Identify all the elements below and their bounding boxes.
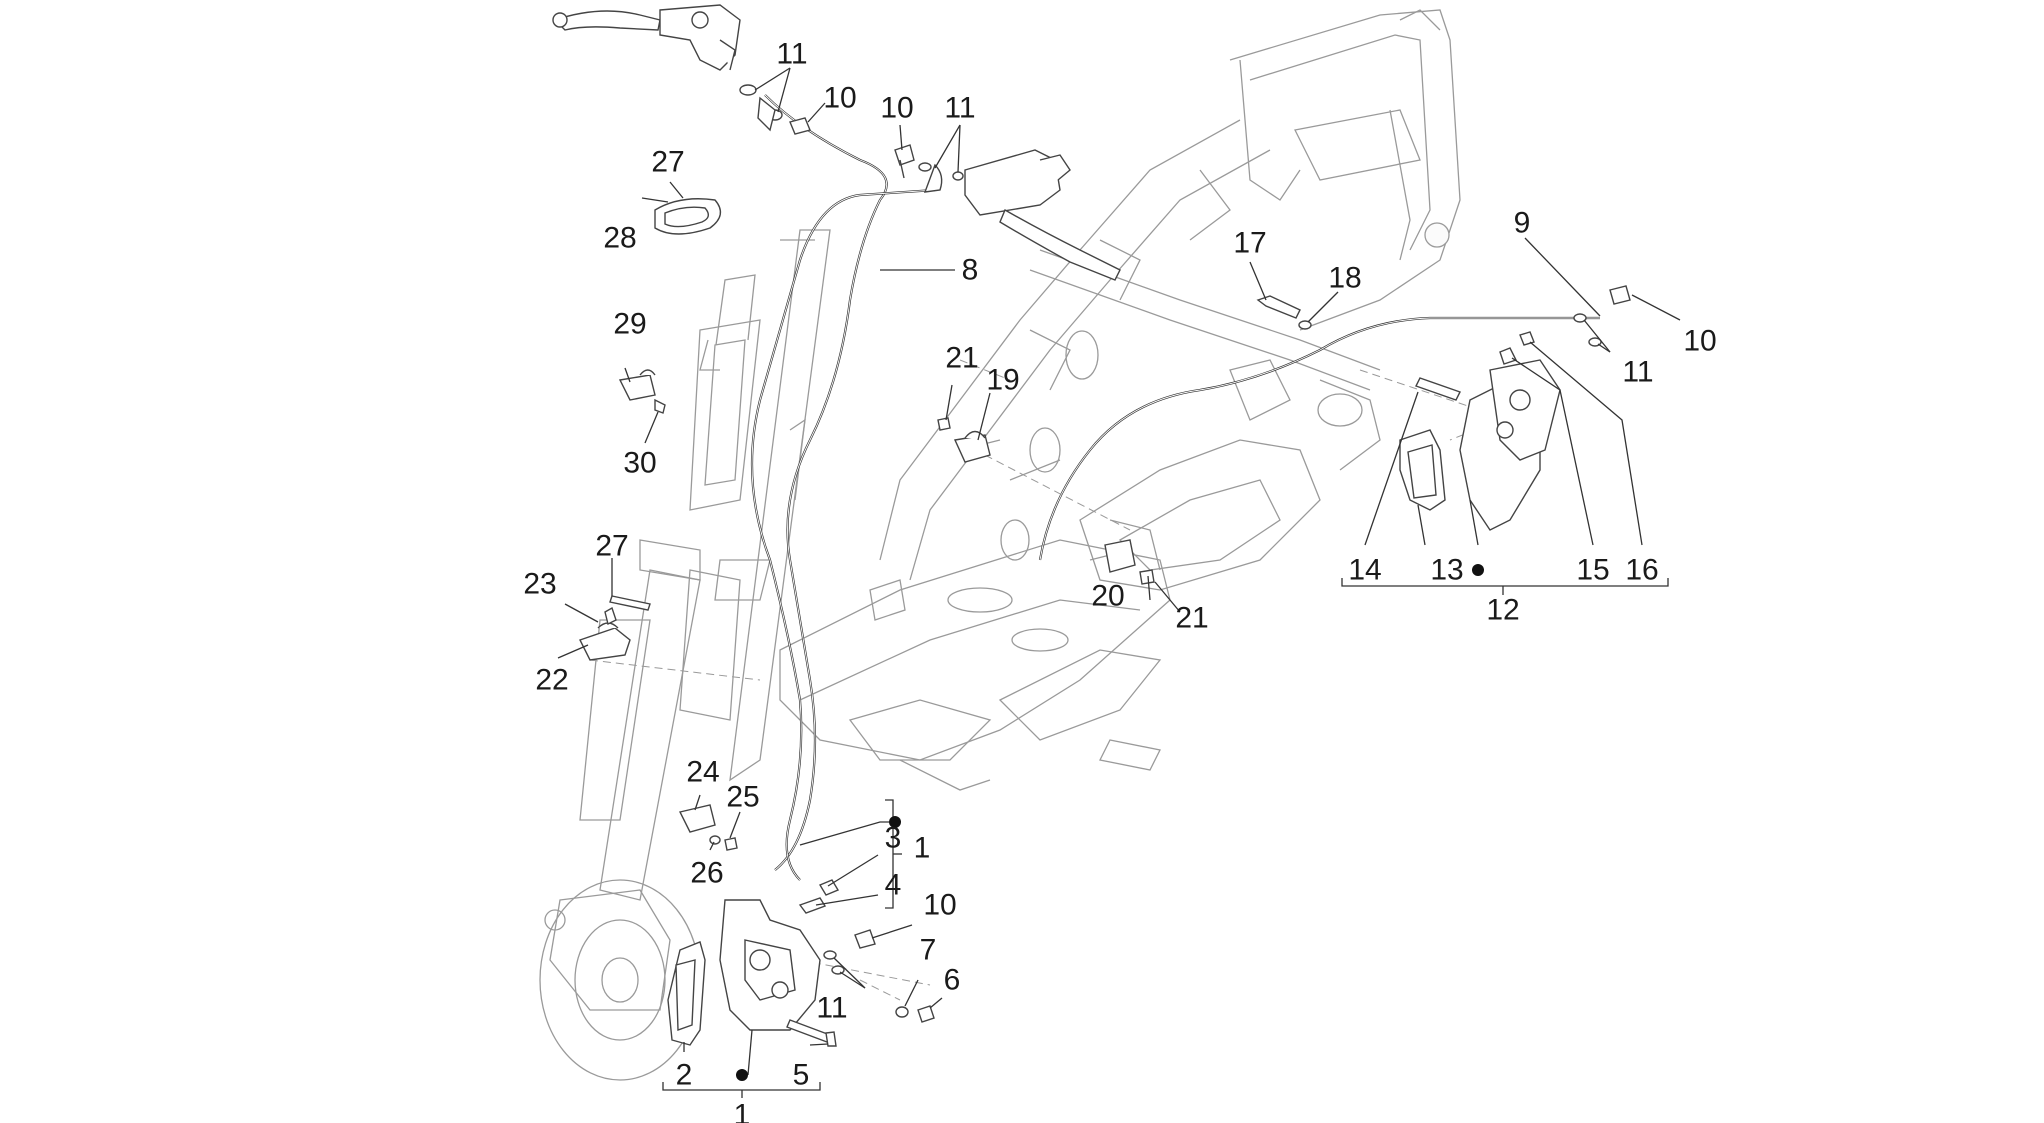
assembly-dot — [1472, 564, 1484, 576]
callout-5: 5 — [793, 1059, 810, 1092]
callout-11-top-mid: 11 — [944, 92, 975, 125]
copper-washer — [1573, 313, 1587, 323]
callout-26: 26 — [690, 857, 723, 890]
callout-30: 30 — [623, 447, 656, 480]
callout-13: 13 — [1430, 554, 1463, 587]
callout-21-mid: 21 — [945, 342, 978, 375]
clip-screw — [937, 417, 951, 431]
callout-11-top-left: 11 — [776, 38, 807, 71]
callout-10-top-left: 10 — [823, 82, 856, 115]
callout-29: 29 — [613, 308, 646, 341]
brake-hoses — [750, 94, 1600, 881]
bleeder-valve — [798, 897, 827, 914]
callout-24: 24 — [686, 756, 719, 789]
front-brake-caliper — [719, 899, 821, 1031]
banjo-bolt — [789, 117, 811, 135]
callout-11-right: 11 — [1622, 356, 1653, 389]
rear-brake-caliper — [1459, 359, 1561, 531]
copper-washer — [952, 171, 964, 181]
callout-16: 16 — [1625, 554, 1658, 587]
assembly-markers — [736, 564, 1484, 1081]
hose-clamp — [618, 374, 656, 401]
banjo-bolt — [1609, 285, 1631, 305]
callout-25: 25 — [726, 781, 759, 814]
callout-2: 2 — [676, 1059, 693, 1092]
callout-9: 9 — [1514, 207, 1531, 240]
washer — [709, 835, 721, 845]
callout-20: 20 — [1091, 580, 1124, 613]
callout-numbers: 11 10 10 11 27 28 8 9 17 18 10 11 29 30 … — [523, 38, 1716, 1123]
front-brake-hose-branch — [750, 188, 936, 881]
bolt — [1256, 295, 1301, 319]
hose-clip — [953, 434, 991, 463]
callout-28: 28 — [603, 222, 636, 255]
washer — [1298, 320, 1312, 330]
washer — [895, 1006, 909, 1018]
copper-washer — [739, 84, 757, 96]
clip-screw — [724, 837, 738, 851]
group-12-bracket — [1341, 578, 1669, 587]
hose-clip — [678, 804, 716, 833]
callout-10-right: 10 — [1683, 325, 1716, 358]
assembly-dot — [736, 1069, 748, 1081]
callout-19: 19 — [986, 364, 1019, 397]
front-brake-hose — [764, 94, 888, 871]
parts — [552, 4, 1631, 1047]
callout-23: 23 — [523, 568, 556, 601]
banjo-bolt — [894, 144, 915, 166]
fitting-screw — [1139, 569, 1155, 585]
assembly-guides — [589, 359, 1501, 1001]
bolt — [609, 595, 651, 611]
clamp-screw — [654, 398, 666, 414]
hose-fitting — [1104, 539, 1136, 573]
callout-1-top: 1 — [914, 832, 931, 865]
callout-7: 7 — [920, 934, 937, 967]
callout-11-bottom: 11 — [816, 992, 847, 1025]
callout-12: 12 — [1486, 594, 1519, 627]
callout-15: 15 — [1576, 554, 1609, 587]
bleeder-valve — [1499, 347, 1517, 365]
callout-22: 22 — [535, 664, 568, 697]
callout-6: 6 — [944, 964, 961, 997]
callout-27-top: 27 — [651, 146, 684, 179]
copper-washer — [823, 950, 837, 960]
callout-10-top-mid: 10 — [880, 92, 913, 125]
rear-brake-master-cylinder — [964, 149, 1121, 281]
callout-4: 4 — [885, 869, 902, 902]
callout-8: 8 — [962, 254, 979, 287]
banjo-bolt — [854, 929, 876, 949]
callout-1-bottom: 1 — [734, 1099, 751, 1123]
callout-18: 18 — [1328, 262, 1361, 295]
caliper-pin — [1415, 377, 1461, 401]
front-brake-lever — [552, 4, 741, 71]
bleeder-cap — [818, 879, 840, 896]
callout-21-lower: 21 — [1175, 602, 1208, 635]
assembly-dot — [889, 816, 901, 828]
callout-17: 17 — [1233, 227, 1266, 260]
group-brackets — [662, 578, 1669, 1098]
hose-bracket — [579, 627, 631, 661]
callout-27-lower: 27 — [595, 530, 628, 563]
callout-3: 3 — [885, 822, 902, 855]
screw — [917, 1005, 935, 1023]
copper-washer — [918, 162, 932, 172]
callout-10-bottom: 10 — [923, 889, 956, 922]
callout-14: 14 — [1348, 554, 1381, 587]
leader-lines — [557, 67, 1681, 1076]
